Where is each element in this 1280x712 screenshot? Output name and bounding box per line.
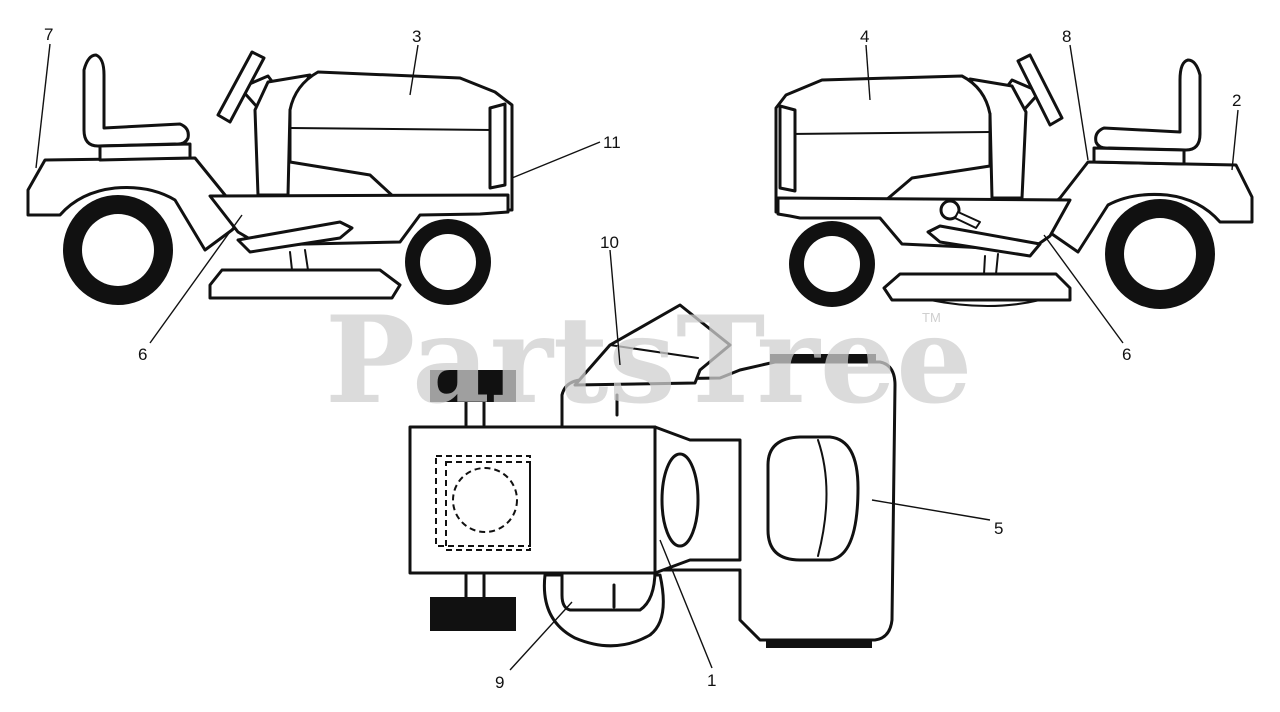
top-seat (766, 435, 860, 562)
left-mower-deck (208, 268, 402, 300)
left-hood (288, 70, 514, 212)
left-seat-base (98, 142, 192, 162)
callout-3: 3 (412, 27, 421, 46)
left-front-grille (488, 102, 507, 190)
callout-8: 8 (1062, 27, 1071, 46)
right-front-grille (778, 104, 797, 193)
top-steering-wheel (660, 452, 700, 548)
left-pedal (236, 220, 354, 254)
top-hood (408, 425, 657, 575)
right-mower-deck (882, 272, 1072, 302)
right-steering-wheel (1016, 53, 1064, 127)
callout-4: 4 (860, 27, 869, 46)
top-front-right-tire (430, 597, 516, 631)
tractor-top-view (408, 303, 897, 648)
callout-6-left: 6 (138, 345, 147, 364)
callout-1: 1 (707, 671, 716, 690)
left-steering-wheel (216, 50, 266, 124)
right-seat-back (1094, 58, 1202, 152)
partstree-watermark: PartsTree TM (325, 290, 972, 431)
callout-2: 2 (1232, 91, 1241, 110)
watermark-tm-text: TM (922, 310, 941, 325)
callout-5: 5 (994, 519, 1003, 538)
callout-labels: 7 2 3 4 5 6 6 8 9 10 11 1 (44, 25, 1241, 692)
callout-9: 9 (495, 673, 504, 692)
leader-lines (35, 43, 1239, 671)
tractor-left-side-view (26, 50, 514, 305)
callout-6-right: 6 (1122, 345, 1131, 364)
callout-11: 11 (603, 133, 621, 152)
callout-7: 7 (44, 25, 53, 44)
right-pedal (926, 224, 1042, 258)
right-ignition-key-icon (939, 199, 961, 221)
left-seat-back (82, 53, 190, 148)
callout-10: 10 (600, 233, 619, 252)
right-seat-base (1092, 146, 1186, 166)
tractor-right-side-view (774, 53, 1254, 309)
watermark-brand-text: PartsTree (325, 290, 972, 431)
right-hood (774, 74, 992, 214)
top-front-left-tire (430, 370, 516, 402)
